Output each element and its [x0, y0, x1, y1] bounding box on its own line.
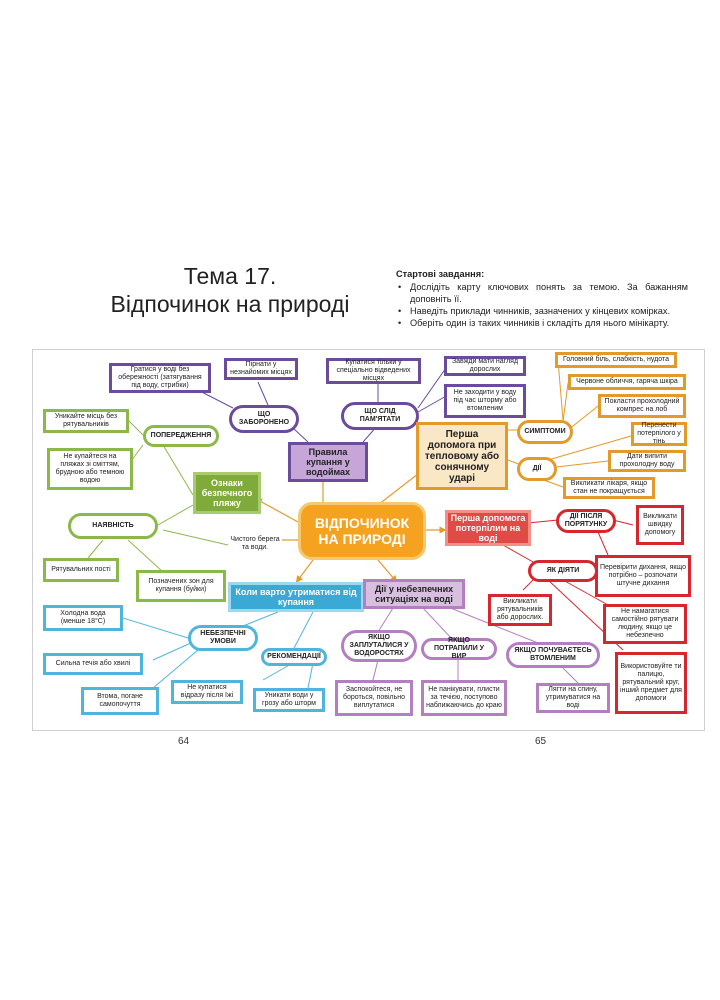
starter-tasks: Стартові завдання: Дослідіть карту ключо…	[396, 268, 688, 329]
heat-actions: ДІЇ	[517, 457, 557, 481]
beach-item: Уникайте місць без рятувальників	[43, 409, 129, 433]
abstain-item: Холодна вода (менше 18°C)	[43, 605, 123, 631]
heat-title: Перша допомога при тепловому або сонячно…	[416, 422, 508, 490]
heat-item: Червоне обличчя, гаряча шкіра	[568, 374, 686, 390]
danger-whirlpool: ЯКЩО ПОТРАПИЛИ У ВИР	[421, 637, 497, 660]
heat-item: Дати випити прохолодну воду	[608, 450, 686, 472]
center-node: ВІДПОЧИНОК НА ПРИРОДІ	[298, 502, 426, 560]
heat-item: Викликати лікаря, якщо стан не покращуєт…	[563, 477, 655, 499]
beach-item: Позначених зон для купання (буйки)	[136, 570, 226, 602]
heat-item: Перенести потерпілого у тінь	[631, 422, 687, 446]
center-label: ВІДПОЧИНОК НА ПРИРОДІ	[314, 515, 410, 547]
drowning-how: ЯК ДІЯТИ	[528, 560, 598, 582]
tasks-heading: Стартові завдання:	[396, 269, 485, 279]
drowning-item: Використовуйте ти палицю, рятувальний кр…	[615, 652, 687, 714]
page-title: Тема 17. Відпочинок на природі	[110, 262, 350, 318]
drowning-item: Перевірити дихання, якщо потрібно – розп…	[595, 555, 691, 597]
rules-remember: ЩО СЛІД ПАМ'ЯТАТИ	[341, 402, 419, 430]
task-item: Наведіть приклади чинників, зазначених у…	[396, 305, 688, 317]
abstain-title: Коли варто утриматися від купання	[228, 582, 364, 612]
rules-item: Завжди мати нагляд дорослих	[444, 356, 526, 376]
drowning-after: ДІЇ ПІСЛЯ ПОРЯТУНКУ	[556, 509, 616, 533]
abstain-item: Уникати води у грозу або шторм	[253, 688, 325, 712]
drowning-title: Перша допомога потерпілим на воді	[445, 510, 531, 546]
concept-map: ВІДПОЧИНОК НА ПРИРОДІ Правила купання у …	[32, 349, 705, 731]
abstain-recommendations: РЕКОМЕНДАЦІЇ	[261, 648, 327, 666]
rules-item: Пірнати у незнайомих місцях	[224, 358, 298, 380]
heat-item: Головний біль, слабкість, нудота	[555, 352, 677, 368]
danger-algae: ЯКЩО ЗАПЛУТАЛИСЯ У ВОДОРОСТЯХ	[341, 630, 417, 662]
beach-warnings: ПОПЕРЕДЖЕННЯ	[143, 425, 219, 447]
rules-item: Гратися у воді без обережності (затягува…	[109, 363, 211, 393]
rules-item: Не заходити у воду під час шторму або вт…	[444, 384, 526, 418]
abstain-item: Не купатися відразу після їжі	[171, 680, 243, 704]
danger-item: Не панікувати, плисти за течією, поступо…	[421, 680, 507, 716]
rules-item: Купатися тільки у спеціально відведених …	[326, 358, 421, 384]
danger-item: Лягти на спину, утримуватися на воді	[536, 683, 610, 713]
danger-tired: ЯКЩО ПОЧУВАЄТЕСЬ ВТОМЛЕНИМ	[506, 642, 600, 668]
danger-title: Дії у небезпечних ситуаціях на воді	[363, 579, 465, 609]
beach-item: Чистого берега та води.	[228, 529, 282, 559]
heat-item: Покласти прохолодний компрес на лоб	[598, 394, 686, 418]
abstain-dangerous: НЕБЕЗПЕЧНІ УМОВИ	[188, 625, 258, 651]
danger-item: Заспокойтеся, не бороться, повільно випл…	[335, 680, 413, 716]
page-number-left: 64	[178, 736, 190, 747]
beach-item: Рятувальних пості	[43, 558, 119, 582]
abstain-item: Сильна течія або хвилі	[43, 653, 143, 675]
task-item: Оберіть один із таких чинників і складіт…	[396, 317, 688, 329]
drowning-item: Викликати швидку допомогу	[636, 505, 684, 545]
task-item: Дослідіть карту ключових понять за темою…	[396, 281, 688, 305]
tasks-list: Дослідіть карту ключових понять за темою…	[396, 281, 688, 329]
beach-item: Не купайтеся на пляжах зі сміттям, брудн…	[47, 448, 133, 490]
abstain-item: Втома, погане самопочуття	[81, 687, 159, 715]
rules-title: Правила купання у водоймах	[288, 442, 368, 482]
page-number-right: 65	[535, 736, 547, 747]
drowning-item: Не намагатися самостійно рятувати людину…	[603, 604, 687, 644]
rules-forbidden: ЩО ЗАБОРОНЕНО	[229, 405, 299, 433]
beach-presence: НАЯВНІСТЬ	[68, 513, 158, 539]
title-line-2: Відпочинок на природі	[110, 291, 350, 317]
heat-symptoms: СИМПТОМИ	[517, 420, 573, 444]
beach-title: Ознаки безпечного пляжу	[193, 472, 261, 514]
title-line-1: Тема 17.	[183, 263, 277, 289]
drowning-item: Викликати рятувальників або дорослих.	[488, 594, 552, 626]
